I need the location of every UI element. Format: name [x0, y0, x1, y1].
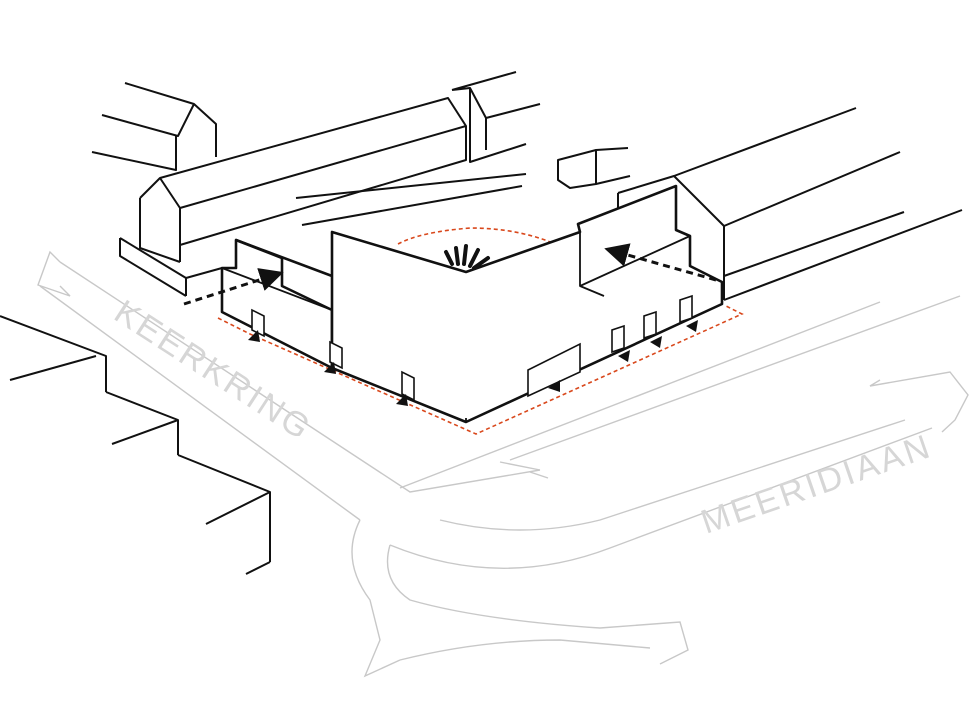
through-route-arrows — [183, 243, 717, 306]
sunburst-icon — [444, 244, 490, 270]
meeridiaan-road-edge-inner — [389, 427, 933, 569]
courtyard-edge — [331, 231, 467, 273]
keerkring-road-edge-south — [39, 285, 361, 521]
arrow-icon — [396, 394, 408, 406]
plot-boundary — [217, 227, 744, 435]
entrance-arrows — [248, 320, 698, 406]
dashed-arrow-icon — [183, 268, 284, 306]
east-wing-step — [579, 285, 605, 297]
context-row-nw — [119, 173, 527, 297]
south-road-inner — [399, 639, 651, 661]
road-network — [37, 250, 969, 678]
south-road-east — [386, 544, 689, 665]
door-6 — [679, 294, 693, 324]
meeridiaan-road-edge-south — [439, 419, 906, 531]
keerkring-arrow-icon — [37, 250, 71, 297]
context-buildings — [0, 71, 963, 575]
keerkring-road-edge-north — [59, 261, 541, 493]
context-house-nw-small — [91, 82, 217, 171]
door-5 — [643, 310, 657, 340]
context-house-nw-large — [139, 97, 467, 263]
arrow-icon — [650, 336, 662, 348]
meeridiaan-road-edge-mid — [509, 295, 961, 461]
arrow-icon — [618, 350, 630, 362]
arrow-icon — [686, 320, 698, 332]
context-building-sw — [0, 315, 271, 575]
door-4 — [611, 324, 625, 354]
arrow-icon — [248, 330, 260, 342]
context-house-n — [451, 71, 541, 163]
street-label-meeridiaan: MEERIDIAAN — [696, 427, 937, 542]
south-road-west — [351, 519, 401, 678]
door-2 — [329, 340, 343, 370]
plot-boundary-line — [217, 305, 744, 435]
context-house-n-small — [557, 147, 631, 189]
arrow-icon — [324, 362, 336, 374]
main-building-west-tower — [235, 238, 333, 278]
doors — [251, 294, 693, 402]
arrow-icon — [548, 380, 560, 392]
door-1 — [251, 308, 265, 338]
dashed-arrow-icon — [604, 243, 717, 282]
door-3 — [401, 370, 415, 402]
main-building — [220, 184, 724, 424]
meeridiaan-arrow-icon — [869, 371, 969, 433]
courtyard-boundary-line — [397, 227, 561, 247]
door-garage — [527, 342, 581, 398]
meeridiaan-road-edge-north — [399, 301, 881, 489]
context-building-east — [617, 107, 963, 301]
